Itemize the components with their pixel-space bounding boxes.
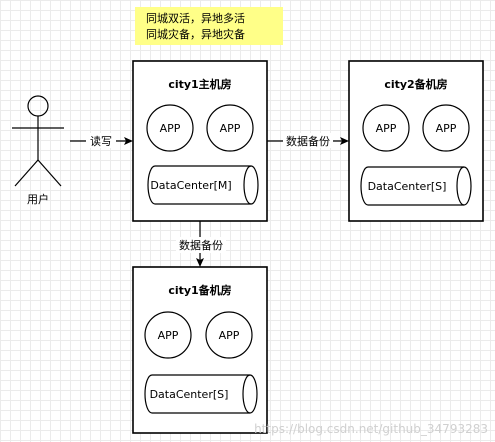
edge-backup-right: 数据备份 xyxy=(267,133,349,148)
app-label: APP xyxy=(158,329,179,342)
node-city1-backup: city1备机房 APP APP DataCenter[S] xyxy=(132,266,268,434)
datacenter-label: DataCenter[M] xyxy=(150,179,231,192)
edge-label-read-write: 读写 xyxy=(90,134,112,148)
datacenter-label: DataCenter[S] xyxy=(368,180,447,193)
database-cylinder-icon xyxy=(147,165,259,205)
node-city2-backup-title: city2备机房 xyxy=(384,77,447,91)
app-label: APP xyxy=(436,122,457,135)
watermark: https://blog.csdn.net/github_34793283 xyxy=(254,422,488,436)
node-city1-backup-title: city1备机房 xyxy=(168,283,231,297)
user-label: 用户 xyxy=(27,192,49,206)
user-actor: 用户 xyxy=(12,95,64,206)
database-cylinder-icon xyxy=(360,166,472,206)
node-city2-backup: city2备机房 APP APP DataCenter[S] xyxy=(348,60,484,222)
app-label: APP xyxy=(376,122,397,135)
edge-read-write: 读写 xyxy=(70,133,133,148)
edge-label-backup-right: 数据备份 xyxy=(286,134,330,148)
note-background xyxy=(135,7,283,45)
app-node xyxy=(362,104,410,152)
node-city1-main-title: city1主机房 xyxy=(168,77,231,91)
app-label: APP xyxy=(220,122,241,135)
datacenter-label: DataCenter[S] xyxy=(150,388,229,401)
note: 同城双活，异地多活 同城灾备，异地灾备 xyxy=(135,7,283,45)
app-node xyxy=(206,104,254,152)
app-node xyxy=(205,311,253,359)
note-line-1: 同城双活，异地多活 xyxy=(146,11,245,25)
note-line-2: 同城灾备，异地灾备 xyxy=(146,27,245,41)
database-cylinder-icon xyxy=(144,374,258,414)
app-node xyxy=(144,311,192,359)
app-node xyxy=(146,104,194,152)
node-city1-main: city1主机房 APP APP DataCenter[M] xyxy=(132,60,268,222)
app-node xyxy=(422,104,470,152)
stick-figure-icon xyxy=(12,95,64,187)
app-label: APP xyxy=(160,122,181,135)
edge-label-backup-down: 数据备份 xyxy=(179,238,223,252)
app-label: APP xyxy=(219,329,240,342)
edge-backup-down: 数据备份 xyxy=(176,221,226,267)
